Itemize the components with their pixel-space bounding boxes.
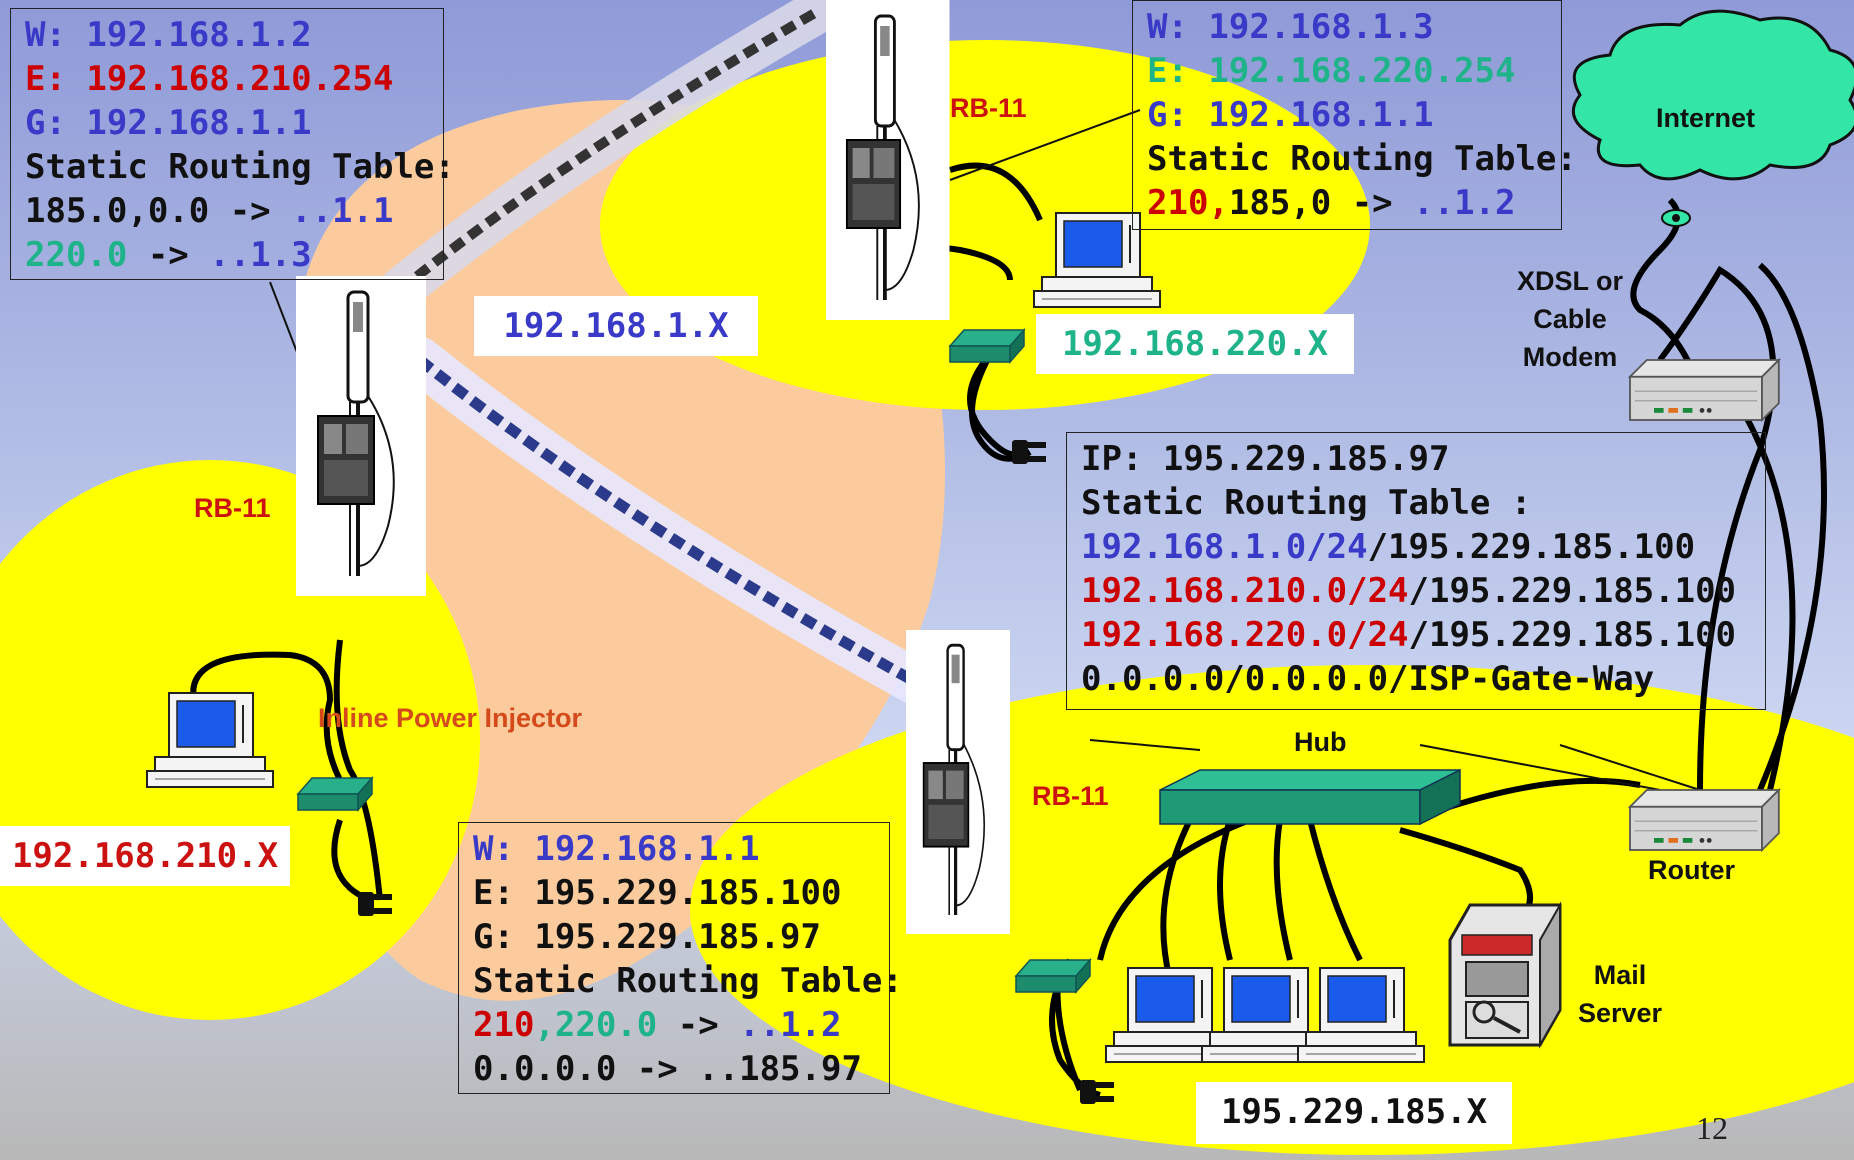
page-number: 12: [1696, 1110, 1728, 1146]
box-g-line: G: 195.229.185.97: [473, 917, 821, 957]
routing-box-router: IP: 195.229.185.97 Static Routing Table …: [1066, 432, 1766, 710]
box-w-line: W: 192.168.1.3: [1147, 7, 1434, 47]
switch-icon: [949, 329, 1025, 363]
rb11-label-top: RB-11: [950, 93, 1027, 123]
box-route-4: 0.0.0.0/0.0.0.0/ISP-Gate-Way: [1081, 659, 1655, 699]
box-e-line: E: 192.168.210.254: [25, 59, 394, 99]
box-w-line: W: 192.168.1.2: [25, 15, 312, 55]
box-srt-line: Static Routing Table:: [25, 147, 455, 187]
routing-box-w2: W: 192.168.1.2 E: 192.168.210.254 G: 192…: [10, 8, 455, 280]
router-label: Router: [1648, 855, 1735, 885]
modem-label: XDSL or Cable Modem: [1516, 266, 1624, 372]
network-label-210: 192.168.210.X: [0, 826, 290, 886]
network-label-backbone: 192.168.1.X: [474, 296, 758, 356]
antenna-icon: [294, 274, 428, 598]
mail-server-icon: [1448, 901, 1562, 1049]
hub-icon: [1159, 768, 1461, 826]
routing-box-w3: W: 192.168.1.3 E: 192.168.220.254 G: 192…: [1132, 0, 1577, 230]
antenna-icon: [824, 0, 952, 322]
box-route-1: 185.0,0.0 -> ..1.1: [25, 191, 394, 231]
box-e-line: E: 192.168.220.254: [1147, 51, 1516, 91]
network-label-185: 195.229.185.X: [1196, 1082, 1512, 1144]
box-route-1: 192.168.1.0/24/195.229.185.100: [1081, 527, 1696, 567]
box-g-line: G: 192.168.1.1: [25, 103, 312, 143]
box-e-line: E: 195.229.185.100: [473, 873, 842, 913]
cloud-icon: [1571, 9, 1854, 227]
box-srt-line: Static Routing Table :: [1081, 483, 1532, 523]
injector-label: Inline Power Injector: [318, 703, 583, 733]
internet-label: Internet: [1656, 103, 1756, 133]
box-route-3: 192.168.220.0/24/195.229.185.100: [1081, 615, 1737, 655]
box-ip-line: IP: 195.229.185.97: [1081, 439, 1450, 479]
rb11-label-left: RB-11: [194, 493, 271, 523]
box-srt-line: Static Routing Table:: [1147, 139, 1577, 179]
box-route-1: 210,185,0 -> ..1.2: [1147, 183, 1516, 223]
modem-icon: [1629, 359, 1780, 421]
box-route-2: 192.168.210.0/24/195.229.185.100: [1081, 571, 1737, 611]
switch-icon: [297, 777, 373, 811]
mail-server-label: Mail Server: [1577, 960, 1663, 1028]
switch-icon: [1015, 959, 1091, 993]
antenna-icon: [904, 628, 1012, 936]
hub-label: Hub: [1294, 727, 1347, 757]
router-icon: [1629, 789, 1780, 851]
network-label-220: 192.168.220.X: [1036, 314, 1354, 374]
rb11-label-bottom: RB-11: [1032, 781, 1109, 811]
box-route-2: 220.0 -> ..1.3: [25, 235, 312, 275]
routing-box-w1: W: 192.168.1.1 E: 195.229.185.100 G: 195…: [458, 822, 903, 1094]
box-route-2: 0.0.0.0 -> ..185.97: [473, 1049, 862, 1089]
box-route-1: 210,220.0 -> ..1.2: [473, 1005, 842, 1045]
box-g-line: G: 192.168.1.1: [1147, 95, 1434, 135]
box-srt-line: Static Routing Table:: [473, 961, 903, 1001]
box-w-line: W: 192.168.1.1: [473, 829, 760, 869]
